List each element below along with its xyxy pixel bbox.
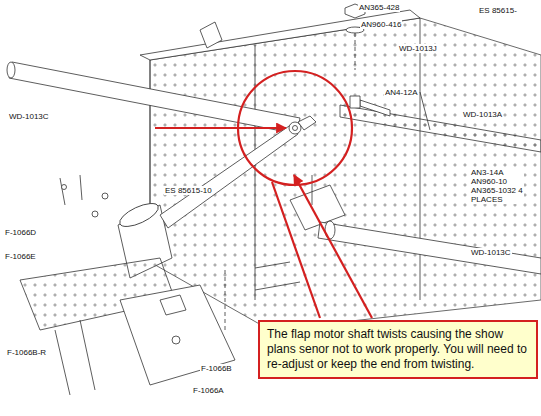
sheet-number: ES 85615- bbox=[478, 6, 518, 15]
note-text: The flap motor shaft twists causing the … bbox=[267, 327, 529, 372]
part-number: F-1066B bbox=[200, 364, 233, 373]
part-number: F-1066E bbox=[4, 252, 37, 261]
part-number: WD-1013A bbox=[462, 110, 503, 119]
part-number: AN365-428 bbox=[358, 3, 400, 12]
hardware-note: AN3-14A AN960-10 AN365-1032 4 PLACES bbox=[470, 168, 524, 204]
callout-note: The flap motor shaft twists causing the … bbox=[258, 320, 538, 379]
part-number: AN960-416 bbox=[360, 20, 402, 29]
part-number: WD-1013C bbox=[470, 248, 512, 257]
part-number: WD-1013C bbox=[8, 112, 50, 121]
part-number: AN4-12A bbox=[384, 88, 418, 97]
sheet-reference: ES 85615-10 bbox=[164, 186, 213, 195]
part-number: F-1066D bbox=[4, 228, 37, 237]
part-number: F-1066A bbox=[192, 386, 225, 395]
part-number: F-1066B-R bbox=[6, 348, 47, 357]
part-number: WD-1013J bbox=[398, 44, 438, 53]
